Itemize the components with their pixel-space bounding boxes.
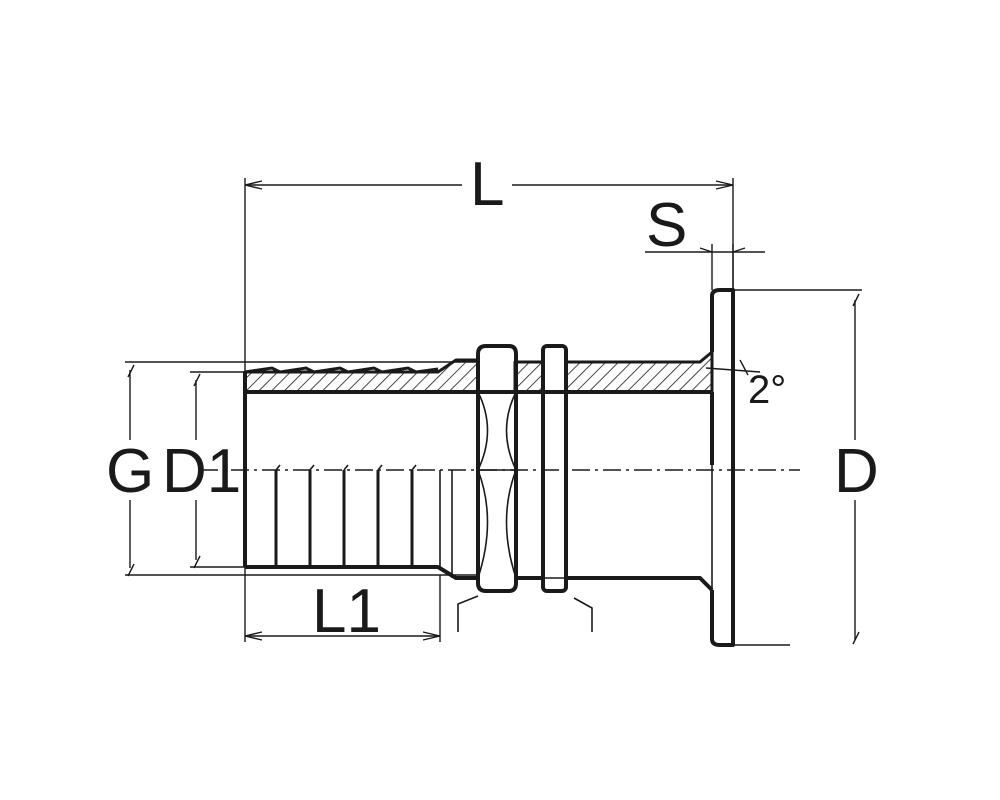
hull-lines bbox=[457, 595, 593, 632]
hex-nut bbox=[476, 344, 518, 593]
label-l: L bbox=[470, 150, 504, 219]
label-d1: D1 bbox=[162, 437, 241, 506]
label-l1: L1 bbox=[312, 577, 381, 646]
upper-wall-section bbox=[243, 350, 714, 394]
hatched-wall-mid bbox=[513, 360, 545, 394]
label-g: G bbox=[106, 437, 154, 506]
hatched-wall bbox=[243, 358, 480, 394]
hatched-wall-flange bbox=[564, 350, 714, 394]
dimension-g: G bbox=[106, 361, 478, 577]
washer bbox=[541, 344, 568, 593]
dimension-s: S bbox=[645, 191, 765, 290]
label-d: D bbox=[834, 437, 879, 506]
flange bbox=[710, 288, 735, 647]
dimension-l: L bbox=[244, 150, 734, 372]
dimension-d1: D1 bbox=[162, 371, 245, 569]
hose-barbs bbox=[244, 366, 439, 567]
label-s: S bbox=[646, 191, 687, 260]
angle-annotation: 2° bbox=[705, 359, 786, 412]
dimension-d: D bbox=[733, 289, 879, 646]
dimension-l1: L1 bbox=[244, 567, 441, 646]
label-angle: 2° bbox=[748, 368, 786, 412]
